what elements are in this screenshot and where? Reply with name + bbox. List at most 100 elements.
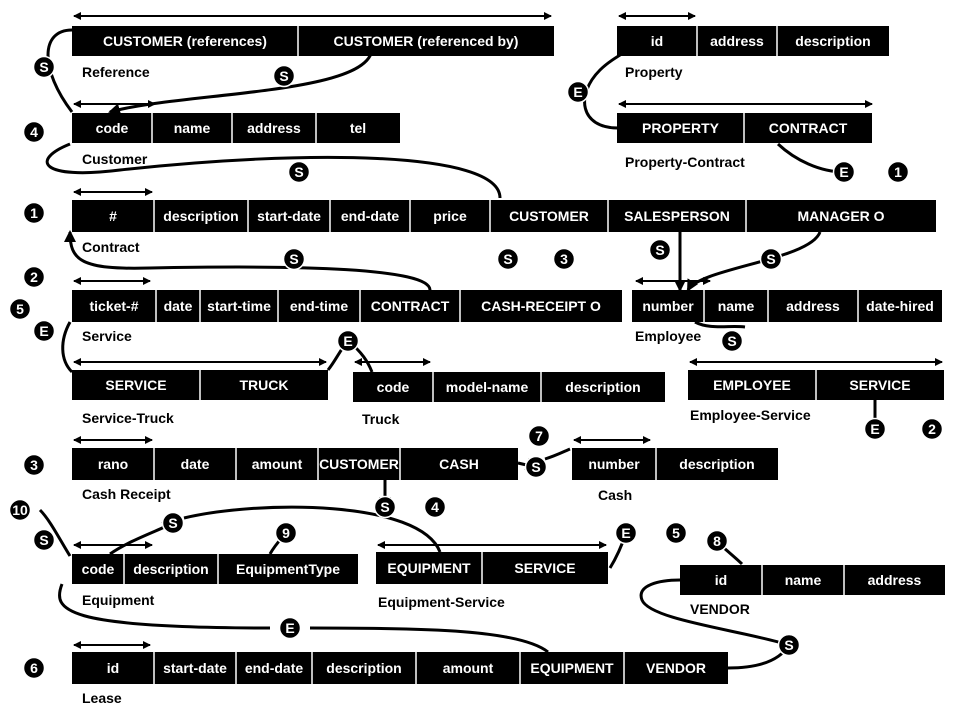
- badge-circle: [272, 64, 296, 88]
- badge-label: 7: [535, 428, 543, 444]
- field-label: amount: [252, 456, 303, 472]
- badge-circle: [32, 55, 56, 79]
- field-label: description: [326, 660, 401, 676]
- field-label: address: [710, 33, 764, 49]
- badge-s-cash: S: [524, 455, 548, 479]
- table-reference: CUSTOMER (references) CUSTOMER (reference…: [72, 26, 554, 80]
- badge-label: S: [766, 251, 775, 267]
- badge-circle: [22, 656, 46, 680]
- badge-circle: [648, 238, 672, 262]
- table-box: [376, 552, 608, 584]
- table-box: [617, 26, 889, 56]
- badge-label: E: [621, 525, 630, 541]
- table-caption: Cash Receipt: [82, 486, 171, 502]
- table-box: [72, 554, 358, 584]
- badge-circle: [863, 417, 887, 441]
- table-caption: Reference: [82, 64, 150, 80]
- badge-circle: [664, 521, 688, 545]
- key-span-rules: [73, 12, 943, 649]
- field-label: CUSTOMER: [319, 456, 399, 472]
- badge-label: 2: [30, 269, 38, 285]
- badge-num-10-equipment: 10: [8, 498, 32, 522]
- badge-circle: [566, 80, 590, 104]
- badge-num-3-cash-receipt: 3: [22, 453, 46, 477]
- field-label: start-date: [257, 208, 321, 224]
- badge-label: 6: [30, 660, 38, 676]
- badge-circle: [614, 521, 638, 545]
- badge-label: 10: [12, 502, 28, 518]
- badge-s-equipment-left: S: [32, 528, 56, 552]
- field-label: description: [133, 561, 208, 577]
- badge-num-9-equipment: 9: [274, 521, 298, 545]
- connector-line: [694, 320, 746, 329]
- badge-s-salesperson: S: [648, 238, 672, 262]
- badge-circle: [759, 247, 783, 271]
- field-label: EQUIPMENT: [387, 560, 471, 576]
- badge-label: 1: [894, 164, 902, 180]
- field-label: EMPLOYEE: [713, 377, 791, 393]
- badge-circle: [496, 247, 520, 271]
- badge-label: S: [531, 459, 540, 475]
- badge-label: E: [839, 164, 848, 180]
- field-label: description: [565, 379, 640, 395]
- badge-circle: [22, 120, 46, 144]
- table-box: [72, 200, 936, 232]
- badge-label: S: [727, 333, 736, 349]
- connector-line: [183, 505, 442, 553]
- field-label: MANAGER O: [797, 208, 884, 224]
- badge-label: S: [279, 68, 288, 84]
- field-label: CUSTOMER (references): [103, 33, 267, 49]
- field-label: VENDOR: [646, 660, 706, 676]
- badge-circle: [161, 511, 185, 535]
- field-label: name: [718, 298, 755, 314]
- badge-circle: [373, 495, 397, 519]
- field-label: code: [82, 561, 115, 577]
- connector-line: [639, 578, 790, 647]
- field-label: price: [433, 208, 467, 224]
- field-label: model-name: [446, 379, 529, 395]
- field-label: CUSTOMER (referenced by): [334, 33, 519, 49]
- badge-e-property: E: [566, 80, 590, 104]
- table-box: [572, 448, 778, 480]
- table-caption: Service-Truck: [82, 410, 174, 426]
- table-caption: Lease: [82, 690, 122, 706]
- connector-line: [108, 47, 374, 116]
- field-label: id: [107, 660, 119, 676]
- connector-line: [46, 28, 74, 113]
- table-box: [72, 652, 728, 684]
- field-label: CONTRACT: [769, 120, 848, 136]
- badge-s-reference-mid: S: [272, 64, 296, 88]
- field-label: CUSTOMER: [509, 208, 589, 224]
- connector-line: [723, 546, 744, 566]
- field-label: end-date: [341, 208, 400, 224]
- badge-circle: [32, 528, 56, 552]
- badge-s-service-contract: S: [282, 247, 306, 271]
- badge-circle: [720, 329, 744, 353]
- badge-circle: [527, 424, 551, 448]
- field-label: EQUIPMENT: [530, 660, 614, 676]
- badge-num-2-service: 2: [22, 265, 46, 289]
- badge-num-5-equipment-service: 5: [664, 521, 688, 545]
- badge-circle: [32, 319, 56, 343]
- badge-circle: [524, 455, 548, 479]
- connector-line: [544, 447, 571, 461]
- field-label: date: [181, 456, 210, 472]
- field-label: #: [109, 208, 117, 224]
- badge-label: S: [294, 164, 303, 180]
- table-box: [72, 113, 400, 143]
- connector-line: [38, 508, 72, 557]
- badge-label: S: [784, 637, 793, 653]
- badge-label: S: [39, 59, 48, 75]
- badge-num-5-service: 5: [8, 297, 32, 321]
- table-box: [72, 26, 554, 56]
- table-caption: Customer: [82, 151, 148, 167]
- table-caption: Cash: [598, 487, 632, 503]
- field-label: SERVICE: [105, 377, 166, 393]
